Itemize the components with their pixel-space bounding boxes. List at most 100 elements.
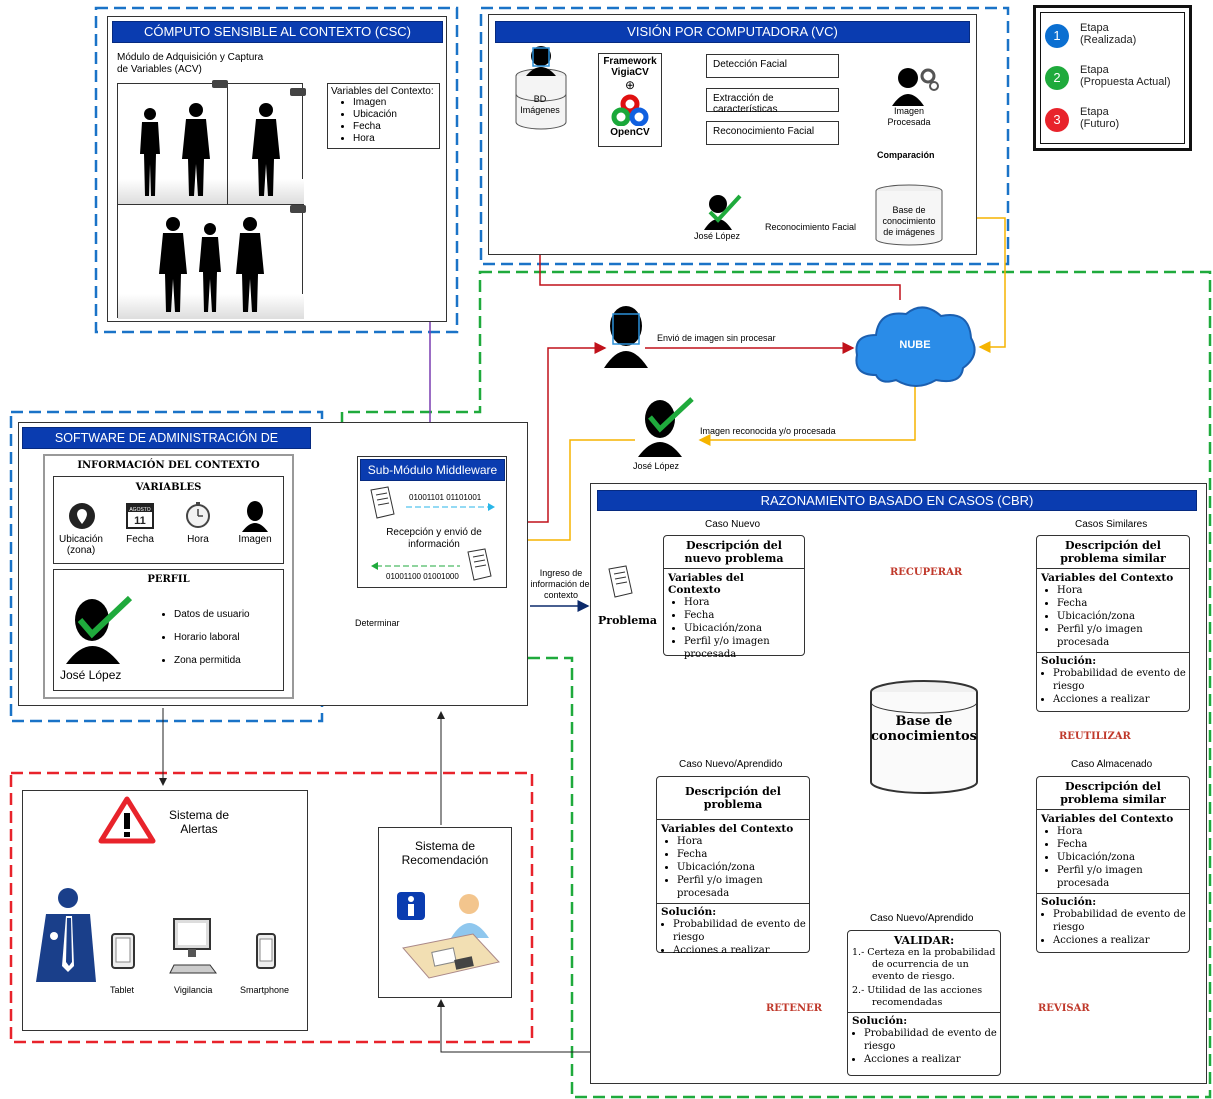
similar-case-card: Descripción del problema similar Variabl… <box>1036 535 1190 712</box>
document-icon <box>467 548 492 581</box>
list-item: Ubicación/zona <box>677 861 809 874</box>
profile-items: Datos de usuario Horario laboral Zona pe… <box>148 603 250 672</box>
card-solution-list: Probabilidad de evento de riesgo Accione… <box>848 1027 1000 1066</box>
acv-label: Módulo de Adquisición y Captura de Varia… <box>117 52 264 75</box>
calendar-day: 11 <box>134 515 146 527</box>
cbr-title: RAZONAMIENTO BASADO EN CASOS (CBR) <box>597 490 1197 511</box>
bits-out: 01001101 01101001 <box>409 493 482 502</box>
card-vars-list: Hora Fecha Ubicación/zona Perfil y/o ima… <box>657 835 809 900</box>
middleware-desc: Recepción y envió de información <box>386 527 482 550</box>
clock-icon <box>186 502 210 528</box>
image-kb-label: Base de conocimiento de imágenes <box>882 205 936 237</box>
list-item: Ubicación/zona <box>1057 610 1189 623</box>
framework-box: Framework VigiaCV ⊕ OpenCV <box>598 53 662 147</box>
step-detection: Detección Facial <box>706 54 839 78</box>
camera-icon <box>290 205 306 213</box>
user-image-icon <box>242 501 268 532</box>
stored-case-label: Caso Almacenado <box>1071 759 1153 770</box>
card-vars-title: Variables del Contexto <box>1041 813 1174 825</box>
middleware-title: Sub-Módulo Middleware <box>360 459 505 481</box>
opencv-logo-icon <box>611 94 649 127</box>
guard-icon <box>36 888 96 982</box>
list-item: Perfil y/o imagen procesada <box>1057 623 1189 649</box>
stage1-frame-csc <box>94 6 459 334</box>
validate-card: VALIDAR: 1.- Certeza en la probabilidad … <box>847 930 1001 1076</box>
stage1-frame-sap <box>9 410 324 723</box>
card-vars-title: Variables del Contexto <box>1041 572 1174 584</box>
legend-label: Etapa <box>1080 106 1109 118</box>
image-kb-icon <box>875 184 943 246</box>
plus-icon: ⊕ <box>624 78 636 92</box>
stage1-dot: 1 <box>1045 24 1069 48</box>
stage2-frame <box>340 270 1212 1099</box>
device-surveillance-label: Vigilancia <box>174 985 213 995</box>
recognized-face-icon <box>638 397 694 457</box>
smartphone-icon <box>256 933 276 969</box>
framework-label: Framework VigiaCV <box>603 56 657 78</box>
monitor-icon <box>169 918 217 974</box>
knowledge-base-icon <box>870 680 978 794</box>
legend-label: Etapa <box>1080 64 1109 76</box>
list-item: Acciones a realizar <box>1053 693 1189 706</box>
new-case-card: Descripción del nuevo problema Variables… <box>663 535 805 660</box>
list-item: Hora <box>684 596 804 609</box>
card-title: Descripción del nuevo problema <box>664 536 804 569</box>
camera-icon <box>212 80 228 88</box>
card-vars-list: Hora Fecha Ubicación/zona Perfil y/o ima… <box>664 596 804 661</box>
list-item: Hora <box>1057 584 1189 597</box>
list-item: Perfil y/o imagen procesada <box>677 874 809 900</box>
recognition-label: Reconocimiento Facial <box>765 222 857 232</box>
camera-feeds <box>117 83 304 319</box>
step-extraction: Extracción de características <box>706 88 839 115</box>
bd-images-icon <box>515 46 567 130</box>
dashed-arrow-right <box>406 503 495 511</box>
vc-title: VISIÓN POR COMPUTADORA (VC) <box>495 21 970 43</box>
document-icon <box>370 486 395 519</box>
device-tablet-label: Tablet <box>110 985 135 995</box>
legend-sublabel: (Realizada) <box>1080 34 1137 46</box>
card-solution-title: Solución: <box>661 906 717 918</box>
card-solution-list: Probabilidad de evento de riesgo Accione… <box>1037 908 1189 947</box>
learned-case-label: Caso Nuevo/Aprendido <box>679 759 783 770</box>
comparison-label: Comparación <box>877 150 935 160</box>
list-item: Fecha <box>1057 597 1189 610</box>
sap-title: SOFTWARE DE ADMINISTRACIÓN DE PERFILES <box>22 427 311 465</box>
validate-item: 2.- Utilidad de las acciones recomendada… <box>852 985 983 1008</box>
var-time-label: Hora <box>187 534 209 545</box>
bd-images-label: BD Imágenes <box>520 94 560 115</box>
retain-label: RETENER <box>766 1003 823 1014</box>
stage3-frame <box>9 771 534 1044</box>
stage1-frame-vc <box>479 6 1010 266</box>
card-solution-list: Probabilidad de evento de riesgo Accione… <box>1037 667 1189 706</box>
reuse-label: REUTILIZAR <box>1059 731 1131 742</box>
similar-case-label: Casos Similares <box>1075 519 1148 530</box>
list-item: Probabilidad de evento de riesgo <box>864 1027 1000 1053</box>
card-solution-title: Solución: <box>1041 655 1097 667</box>
legend-sublabel: (Propuesta Actual) <box>1080 76 1171 88</box>
step-recognition: Reconocimiento Facial <box>706 121 839 145</box>
ingress-label: Ingreso de información del contexto <box>530 568 592 600</box>
context-info-title: INFORMACIÓN DEL CONTEXTO <box>77 460 260 471</box>
processed-image-label: Imagen Procesada <box>887 106 931 127</box>
validate-title: VALIDAR: <box>893 934 955 947</box>
list-item: Acciones a realizar <box>1053 934 1189 947</box>
card-vars-list: Hora Fecha Ubicación/zona Perfil y/o ima… <box>1037 825 1189 890</box>
list-item: Perfil y/o imagen procesada <box>1057 864 1189 890</box>
stage2-dot: 2 <box>1045 66 1069 90</box>
recv-label: Imagen reconocida y/o procesada <box>700 426 836 436</box>
raw-face-icon <box>604 306 648 368</box>
problem-label: Problema <box>598 614 658 627</box>
list-item: Fecha <box>684 609 804 622</box>
list-item: Fecha <box>353 121 436 133</box>
csc-title: CÓMPUTO SENSIBLE AL CONTEXTO (CSC) <box>112 21 443 43</box>
list-item: Hora <box>353 133 436 145</box>
legend-sublabel: (Futuro) <box>1080 118 1120 130</box>
csc-variables-box: Variables del Contexto: Imagen Ubicación… <box>327 83 440 149</box>
list-item: Ubicación/zona <box>684 622 804 635</box>
card-solution-title: Solución: <box>852 1015 908 1027</box>
profile-person-icon <box>66 595 133 664</box>
card-title: Descripción del problema similar <box>1037 777 1189 810</box>
alerts-box <box>22 790 308 1031</box>
retrieve-label: RECUPERAR <box>890 567 963 578</box>
